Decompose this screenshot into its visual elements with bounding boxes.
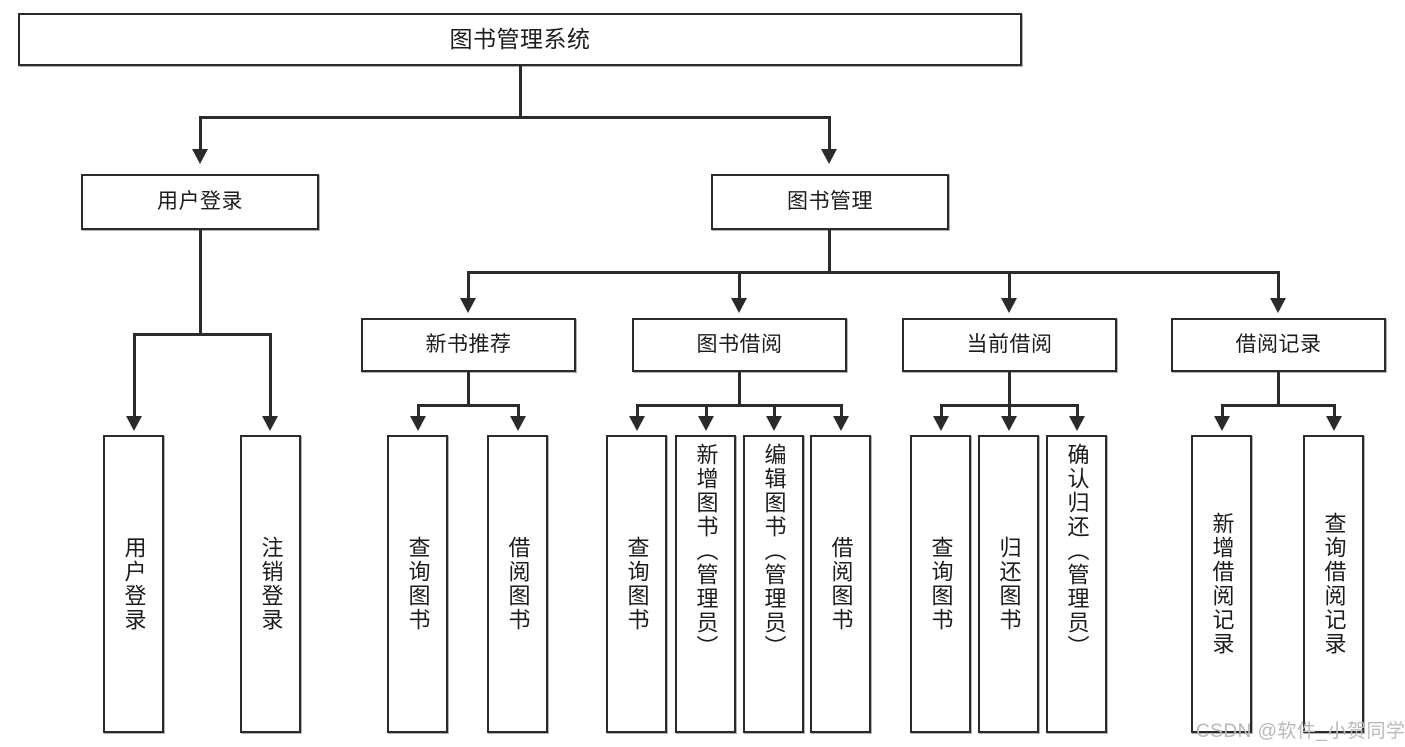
node-borrow-record[interactable]: 借阅记录 [1171,318,1386,372]
connector-currentborrow-drop-2 [1008,404,1011,418]
leaf-add-borrow-record-label: 新增借阅记录 [1209,512,1235,656]
arrow-to-borrow-record [1270,298,1286,313]
leaf-query-book-3-label: 查询图书 [928,536,954,632]
leaf-query-book-1-label: 查询图书 [405,536,431,632]
arrow-to-user-login [192,149,208,164]
leaf-query-book-2[interactable]: 查询图书 [606,435,667,733]
leaf-logout-label: 注销登录 [258,536,284,632]
connector-userlogin-drop-1 [133,333,136,418]
connector-currentborrow-drop-3 [1076,404,1079,418]
arrow-to-leaf-user-login [126,416,142,431]
connector-level2-drop-3 [1008,271,1011,300]
leaf-add-borrow-record[interactable]: 新增借阅记录 [1191,435,1252,733]
connector-bookborrow-drop-4 [840,404,843,418]
leaf-confirm-return[interactable]: 确认归还（管理员） [1046,435,1107,733]
watermark-text: CSDN @软件_小贺同学 [1196,721,1405,742]
node-book-borrow[interactable]: 图书借阅 [632,318,847,372]
leaf-borrow-book-1-label: 借阅图书 [505,536,531,632]
connector-root-stem [519,66,522,117]
node-root-system[interactable]: 图书管理系统 [18,13,1022,66]
connector-newbook-drop-2 [517,404,520,418]
connector-level2-drop-1 [467,271,470,300]
arrow-to-leaf-query-book-2 [629,416,645,431]
leaf-borrow-book-1[interactable]: 借阅图书 [487,435,548,733]
connector-level2-drop-2 [738,271,741,300]
connector-bookborrow-bus [636,404,843,407]
arrow-to-book-borrow [731,298,747,313]
connector-borrowrecord-bus [1221,404,1336,407]
leaf-confirm-return-label: 确认归还（管理员） [1064,443,1090,659]
node-borrow-record-label: 借阅记录 [1235,333,1322,357]
connector-level1-bus [199,116,831,119]
connector-borrowrecord-drop-1 [1221,404,1224,418]
arrow-to-leaf-query-record [1326,416,1342,431]
connector-bookmanage-stem [828,230,831,272]
node-current-borrow[interactable]: 当前借阅 [902,318,1117,372]
connector-newbook-bus [417,404,520,407]
node-user-login-label: 用户登录 [157,190,243,214]
node-book-manage[interactable]: 图书管理 [711,174,949,230]
connector-userlogin-bus [133,333,272,336]
connector-level1-drop-left [199,116,202,151]
leaf-query-borrow-record-label: 查询借阅记录 [1321,512,1347,656]
arrow-to-leaf-add-book [698,416,714,431]
connector-bookborrow-drop-1 [636,404,639,418]
arrow-to-leaf-confirm-return [1069,416,1085,431]
connector-userlogin-drop-2 [269,333,272,418]
arrow-to-leaf-query-book-1 [410,416,426,431]
arrow-to-leaf-query-book-3 [933,416,949,431]
connector-bookborrow-stem [738,372,741,406]
leaf-query-borrow-record[interactable]: 查询借阅记录 [1303,435,1364,733]
arrow-to-leaf-logout [262,416,278,431]
connector-bookborrow-drop-2 [705,404,708,418]
connector-currentborrow-stem [1008,372,1011,406]
connector-level1-drop-right [828,116,831,151]
connector-borrowrecord-stem [1277,372,1280,406]
leaf-borrow-book-2[interactable]: 借阅图书 [810,435,871,733]
node-current-borrow-label: 当前借阅 [966,333,1053,357]
connector-level2-bus [467,271,1280,274]
leaf-edit-book-label: 编辑图书（管理员） [761,443,787,659]
arrow-to-book-manage [821,149,837,164]
node-root-system-label: 图书管理系统 [449,25,591,52]
leaf-add-book-label: 新增图书（管理员） [693,443,719,659]
arrow-to-current-borrow [1001,298,1017,313]
leaf-user-login-label: 用户登录 [121,536,147,632]
arrow-to-leaf-borrow-book-1 [510,416,526,431]
arrow-to-leaf-edit-book [766,416,782,431]
leaf-return-book[interactable]: 归还图书 [978,435,1039,733]
leaf-query-book-2-label: 查询图书 [624,536,650,632]
connector-userlogin-stem [199,230,202,334]
node-book-manage-label: 图书管理 [787,190,873,214]
leaf-edit-book[interactable]: 编辑图书（管理员） [743,435,804,733]
connector-newbook-stem [467,372,470,406]
node-user-login[interactable]: 用户登录 [81,174,319,230]
connector-level2-drop-4 [1277,271,1280,300]
node-book-borrow-label: 图书借阅 [696,333,783,357]
arrow-to-leaf-return-book [1001,416,1017,431]
leaf-user-login[interactable]: 用户登录 [103,435,164,733]
arrow-to-leaf-borrow-book-2 [833,416,849,431]
leaf-return-book-label: 归还图书 [996,536,1022,632]
leaf-add-book[interactable]: 新增图书（管理员） [675,435,736,733]
leaf-query-book-1[interactable]: 查询图书 [387,435,448,733]
node-new-book-recommend[interactable]: 新书推荐 [361,318,576,372]
arrow-to-leaf-add-record [1214,416,1230,431]
connector-currentborrow-drop-1 [940,404,943,418]
leaf-query-book-3[interactable]: 查询图书 [910,435,971,733]
arrow-to-new-book-recommend [460,298,476,313]
leaf-borrow-book-2-label: 借阅图书 [828,536,854,632]
leaf-logout[interactable]: 注销登录 [240,435,301,733]
connector-newbook-drop-1 [417,404,420,418]
connector-bookborrow-drop-3 [773,404,776,418]
node-new-book-recommend-label: 新书推荐 [425,333,512,357]
connector-borrowrecord-drop-2 [1333,404,1336,418]
